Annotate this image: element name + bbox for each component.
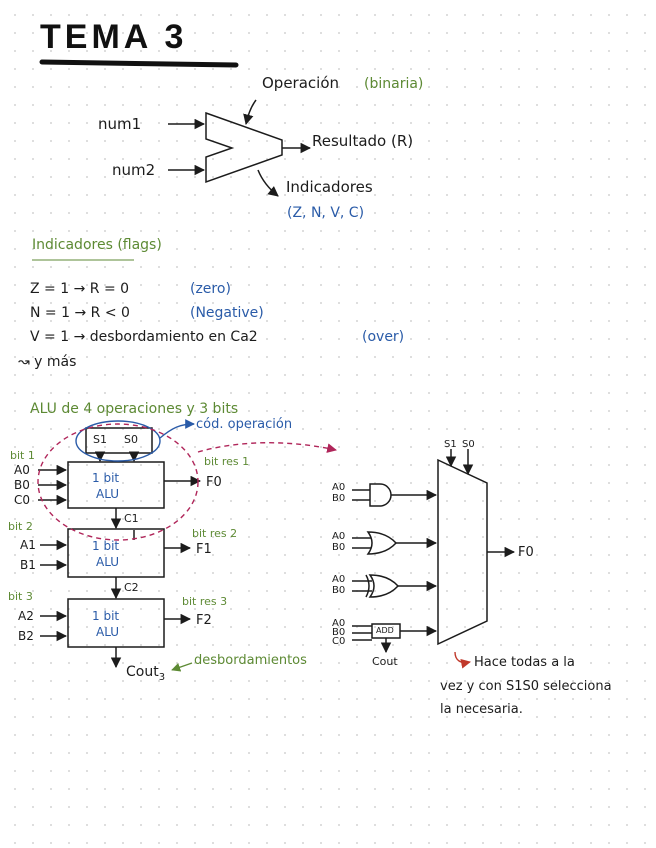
overflow-label: desbordamientos bbox=[194, 653, 307, 668]
opcode-note: cód. operación bbox=[196, 417, 293, 432]
overflow-arrow bbox=[171, 662, 193, 672]
bit-tag-1: bit 1 bbox=[10, 449, 35, 462]
xor-in-b0: B0 bbox=[332, 585, 346, 596]
or-in-a0: A0 bbox=[332, 531, 346, 542]
output-f1: F1 bbox=[196, 542, 212, 557]
add-block-label: ADD bbox=[376, 626, 394, 635]
res-tag-2: bit res 2 bbox=[192, 527, 238, 540]
res-tag-3: bit res 3 bbox=[182, 595, 228, 608]
alu-block-bit3 bbox=[67, 598, 165, 648]
block3-label-b: ALU bbox=[96, 625, 120, 639]
num1-label: num1 bbox=[98, 115, 142, 133]
alu4-heading: ALU de 4 operaciones y 3 bits bbox=[30, 401, 239, 417]
flag-n-note: (Negative) bbox=[190, 305, 264, 321]
output-f0: F0 bbox=[206, 475, 222, 490]
input-b1: B1 bbox=[20, 558, 36, 572]
flag-z-note: (zero) bbox=[190, 281, 231, 297]
note-line-3: la necesaria. bbox=[440, 702, 523, 717]
alu-block-bit1 bbox=[67, 461, 165, 509]
note-line-1: Hace todas a la bbox=[474, 655, 575, 670]
carry-c2: C2 bbox=[124, 581, 139, 594]
mux-cout: Cout bbox=[372, 655, 398, 668]
block1-label-b: ALU bbox=[96, 487, 120, 501]
mux-s0: S0 bbox=[462, 439, 475, 450]
input-b2: B2 bbox=[18, 629, 34, 643]
and-in-b0: B0 bbox=[332, 493, 346, 504]
flags-label: Indicadores bbox=[286, 178, 373, 196]
page-title: TEMA 3 bbox=[40, 18, 188, 56]
block1-label-a: 1 bit bbox=[92, 471, 120, 485]
or-in-b0: B0 bbox=[332, 542, 346, 553]
note-line-2: vez y con S1S0 selecciona bbox=[440, 679, 612, 694]
alu4-s1: S1 bbox=[93, 433, 107, 446]
add-in-c0: C0 bbox=[332, 636, 346, 647]
xor-in-a0: A0 bbox=[332, 574, 346, 585]
block2-label-a: 1 bit bbox=[92, 539, 120, 553]
flags-list: (Z, N, V, C) bbox=[287, 205, 365, 221]
mux-output-f0: F0 bbox=[518, 545, 534, 560]
note-arrow bbox=[454, 651, 471, 669]
res-tag-1: bit res 1 bbox=[204, 455, 250, 468]
num2-label: num2 bbox=[112, 161, 156, 179]
input-a0: A0 bbox=[14, 463, 30, 477]
mux-s1: S1 bbox=[444, 439, 457, 450]
flag-v-eq: V = 1 → desbordamiento en Ca2 bbox=[30, 329, 258, 345]
bit-tag-3: bit 3 bbox=[8, 590, 33, 603]
bit-tag-2: bit 2 bbox=[8, 520, 33, 533]
input-a1: A1 bbox=[20, 538, 36, 552]
add-in-a0: A0 bbox=[332, 618, 346, 629]
block2-label-b: ALU bbox=[96, 555, 120, 569]
block3-label-a: 1 bit bbox=[92, 609, 120, 623]
mux-diagram bbox=[352, 449, 516, 654]
input-a2: A2 bbox=[18, 609, 34, 623]
carry-c1: C1 bbox=[124, 512, 139, 525]
operation-note: (binaria) bbox=[364, 76, 424, 92]
alu4-s0: S0 bbox=[124, 433, 138, 446]
title-underline bbox=[39, 59, 239, 68]
flag-n-eq: N = 1 → R < 0 bbox=[30, 305, 130, 321]
and-in-a0: A0 bbox=[332, 482, 346, 493]
cout3-label: Cout3 bbox=[126, 664, 166, 683]
result-label: Resultado (R) bbox=[312, 132, 414, 150]
add-in-b0: B0 bbox=[332, 627, 346, 638]
alu-block-bit2 bbox=[67, 528, 165, 578]
alu-symbol bbox=[168, 99, 312, 197]
input-c0: C0 bbox=[14, 493, 31, 507]
more-flags: ↝ y más bbox=[18, 354, 77, 370]
flag-z-eq: Z = 1 → R = 0 bbox=[30, 281, 130, 297]
opcode-highlight bbox=[75, 419, 195, 462]
flag-v-note: (over) bbox=[362, 329, 405, 345]
flags-heading: Indicadores (flags) bbox=[32, 237, 162, 253]
input-b0: B0 bbox=[14, 478, 30, 492]
operation-label: Operación bbox=[262, 74, 340, 92]
bit1-highlight bbox=[37, 423, 337, 541]
output-f2: F2 bbox=[196, 613, 212, 628]
